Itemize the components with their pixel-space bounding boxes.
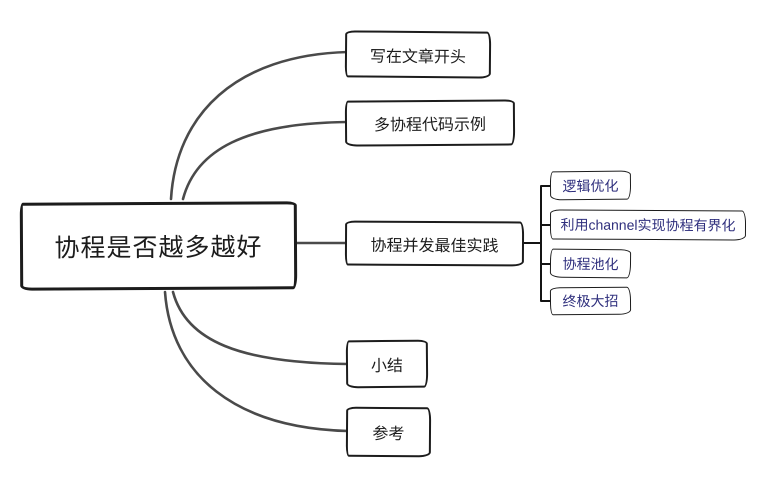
- connector-root-to-reference: [163, 290, 350, 433]
- node-root[interactable]: 协程是否越多越好: [19, 201, 298, 291]
- node-child-label: 终极大招: [562, 292, 619, 310]
- node-branch-intro[interactable]: 写在文章开头: [344, 30, 492, 79]
- node-child-label: 协程池化: [562, 255, 619, 272]
- node-branch-label: 小结: [370, 357, 404, 376]
- node-branch-label: 多协程代码示例: [373, 116, 487, 135]
- connector-practice-bracket: [523, 185, 551, 302]
- node-branch-label: 写在文章开头: [369, 48, 467, 66]
- connector-root-to-example: [181, 120, 350, 201]
- node-child-coroutine-pooling[interactable]: 协程池化: [549, 248, 632, 279]
- node-child-ultimate-move[interactable]: 终极大招: [549, 286, 632, 316]
- node-child-label: 利用channel实现协程有界化: [560, 216, 736, 234]
- node-child-logic-optimization[interactable]: 逻辑优化: [549, 170, 632, 201]
- connector-root-to-summary: [171, 290, 350, 366]
- node-child-channel-bounding[interactable]: 利用channel实现协程有界化: [549, 209, 747, 241]
- node-root-label: 协程是否越多越好: [54, 233, 263, 263]
- connector-root-to-intro: [169, 50, 350, 201]
- node-branch-example[interactable]: 多协程代码示例: [344, 99, 516, 147]
- node-child-label: 逻辑优化: [562, 177, 619, 194]
- node-branch-summary[interactable]: 小结: [345, 339, 429, 389]
- node-branch-reference[interactable]: 参考: [345, 406, 432, 458]
- node-branch-label: 参考: [372, 425, 405, 444]
- node-branch-practice[interactable]: 协程并发最佳实践: [344, 220, 525, 267]
- node-branch-label: 协程并发最佳实践: [370, 237, 499, 255]
